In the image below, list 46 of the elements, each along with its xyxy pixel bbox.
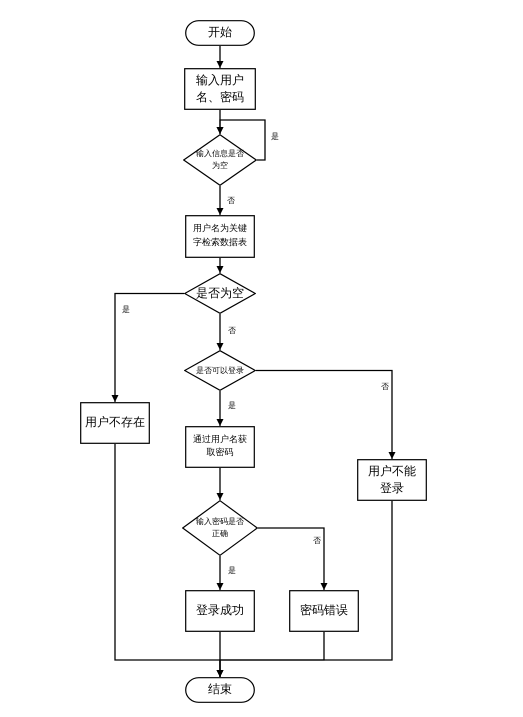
- node-text: 用户不存在: [85, 414, 145, 432]
- arrow: [216, 46, 224, 68]
- edge-label: 是: [121, 306, 131, 314]
- arrow: [216, 119, 266, 161]
- edge-label: 否: [227, 327, 237, 335]
- arrow: [256, 370, 396, 459]
- node-text: 是否为空: [196, 284, 244, 302]
- decision-diamond: [183, 134, 257, 186]
- terminal-box: [185, 677, 255, 703]
- process-box: [289, 590, 359, 632]
- edge-label: 否: [226, 197, 236, 205]
- process-box: [185, 215, 255, 258]
- process-box: [80, 402, 150, 444]
- terminal-box: [185, 20, 255, 46]
- edge-label: 否: [312, 537, 322, 545]
- edge-label: 是: [227, 402, 237, 410]
- arrow: [216, 501, 393, 677]
- arrow: [216, 391, 224, 426]
- decision-diamond: [184, 350, 256, 391]
- arrow: [216, 258, 224, 273]
- node-text: 密码错误: [300, 602, 348, 620]
- node-text: 登录成功: [196, 602, 244, 620]
- node-text: 用户名为关键字检索数据表: [192, 223, 248, 250]
- arrow: [216, 468, 224, 500]
- process-box: [185, 426, 255, 468]
- node-text: 结束: [208, 681, 232, 698]
- node-text: 输入信息是否为空: [195, 148, 245, 172]
- decision-diamond: [184, 273, 256, 314]
- arrow: [258, 527, 328, 590]
- edge-label: 是: [227, 567, 237, 575]
- arrow: [216, 186, 224, 215]
- node-text: 输入用户名、密码: [195, 72, 245, 106]
- edge-label: 是: [270, 133, 280, 141]
- node-text: 通过用户名获取密码: [192, 434, 248, 460]
- decision-diamond: [182, 500, 258, 556]
- node-text: 是否可以登录: [196, 364, 244, 376]
- arrow: [216, 314, 224, 350]
- node-text: 用户不能登录: [367, 462, 417, 497]
- node-text: 开始: [208, 24, 232, 42]
- node-text: 输入密码是否正确: [195, 516, 245, 540]
- process-box: [184, 68, 256, 110]
- process-box: [357, 459, 427, 501]
- arrow: [216, 556, 224, 590]
- arrow: [112, 292, 184, 402]
- edge-label: 否: [380, 383, 390, 391]
- process-box: [185, 590, 255, 632]
